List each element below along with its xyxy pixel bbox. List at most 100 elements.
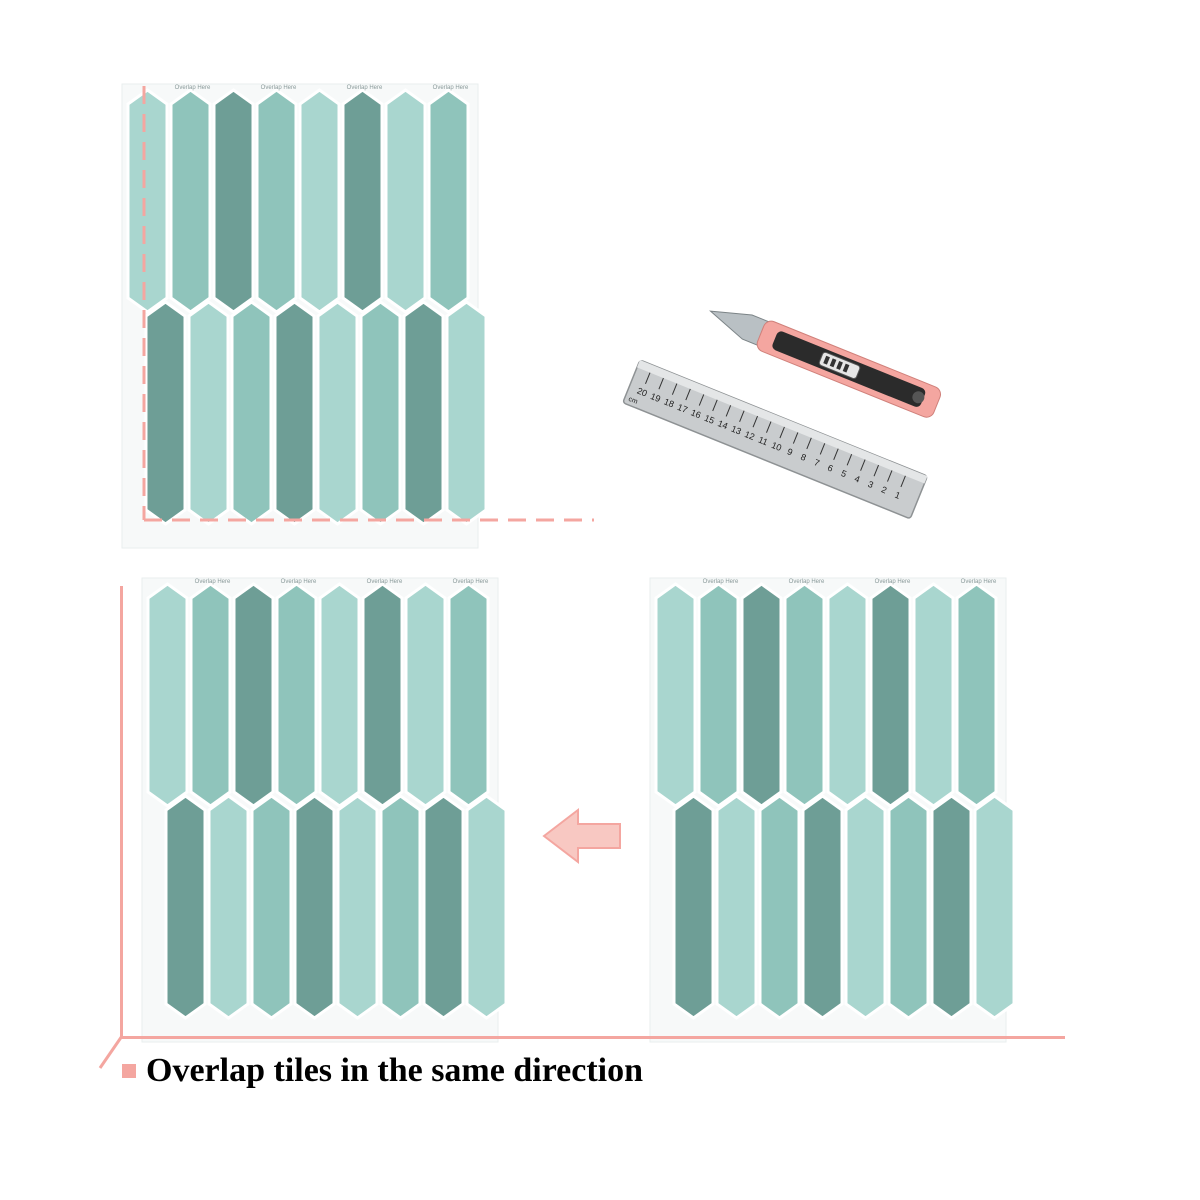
tile-top-1 [126,88,169,314]
ruler-tick [698,394,705,406]
tile-bottom-6 [359,300,402,526]
tile-top-3 [212,88,255,314]
tile-top-5 [298,88,341,314]
overlap-label: Overlap Here [433,85,469,91]
ruler-tick [792,432,799,444]
ruler-tick [658,377,664,390]
ruler-tick [671,383,678,395]
tile-top-1 [654,582,697,808]
tile-top-3 [740,582,783,808]
tile-top-8 [955,582,998,808]
tile-sheet-cut-example: Overlap Here Overlap Here Overlap Here Over… [118,78,598,549]
tile-top-7 [404,582,447,808]
tile-bottom-5 [316,300,359,526]
tile-top-7 [384,88,427,314]
ruler-tick [766,421,772,433]
tile-bottom-2 [187,300,230,526]
ruler-number: 9 [786,446,794,457]
ruler-tick [712,399,718,412]
utility-knife-icon [709,310,941,418]
ruler-number: 10 [770,440,783,453]
tile-top-5 [318,582,361,808]
tile-sheet-new: Overlap Here Overlap Here Overlap Here Over… [648,572,1028,1043]
ruler-tick [900,475,906,488]
ruler-number: 13 [730,424,743,437]
tile-bottom-2 [715,794,758,1020]
tile-bottom-5 [844,794,887,1020]
ruler-tick [645,372,651,384]
ruler-number: 1 [893,490,901,501]
ruler-tick [819,443,826,455]
overlap-label: Overlap Here [789,579,825,585]
ruler-tick [739,410,745,422]
horizontal-guide-line [120,1036,1065,1039]
overlap-label: Overlap Here [703,579,739,585]
ruler-tick [873,464,879,477]
tile-top-6 [361,582,404,808]
ruler-tick [833,448,839,461]
tile-bottom-3 [250,794,293,1020]
ruler-number: 8 [799,452,807,463]
tile-bottom-4 [293,794,336,1020]
ruler-tick [846,453,853,466]
caption-text: Overlap tiles in the same direction [146,1052,644,1089]
ruler-number: 5 [840,468,848,479]
overlap-label: Overlap Here [195,579,231,585]
tile-top-2 [697,582,740,808]
tile-top-4 [275,582,318,808]
tile-bottom-7 [930,794,973,1020]
vertical-guide-line [120,586,123,1038]
tile-bottom-6 [887,794,930,1020]
tile-bottom-4 [273,300,316,526]
ruler-number: 16 [689,407,702,420]
ruler-tick [685,388,691,401]
overlap-label: Overlap Here [347,85,383,91]
tile-bottom-1 [144,300,187,526]
tile-top-1 [146,582,189,808]
tile-top-6 [341,88,384,314]
overlap-label: Overlap Here [261,85,297,91]
tile-bottom-7 [422,794,465,1020]
tile-sheet-top-left: Overlap Here Overlap Here Overlap Here Over… [121,83,594,549]
tile-top-7 [912,582,955,808]
overlap-label: Overlap Here [961,579,997,585]
ruler-number: 6 [826,463,834,474]
tile-top-4 [783,582,826,808]
tile-bottom-3 [230,300,273,526]
ruler-unit: cm [627,396,638,406]
overlap-label: Overlap Here [367,579,403,585]
tile-bottom-4 [801,794,844,1020]
tile-bottom-7 [402,300,445,526]
ruler-number: 15 [703,413,716,426]
tile-bottom-2 [207,794,250,1020]
corner-diagonal-line [98,1034,128,1070]
tile-bottom-6 [379,794,422,1020]
tile-bottom-1 [672,794,715,1020]
ruler-tick [752,415,759,428]
tile-top-4 [255,88,298,314]
overlap-label: Overlap Here [875,579,911,585]
tile-top-8 [447,582,490,808]
tile-top-2 [169,88,212,314]
ruler-number: 12 [743,429,756,442]
bullet-icon [122,1064,136,1078]
overlap-label: Overlap Here [175,85,211,91]
tile-top-5 [826,582,869,808]
tile-top-2 [189,582,232,808]
tile-bottom-8 [973,794,1016,1020]
ruler-tick [779,426,785,439]
ruler-number: 4 [853,473,861,484]
ruler-tick [887,470,893,482]
overlap-label: Overlap Here [281,579,317,585]
ruler-number: 11 [757,435,769,448]
ruler-tick [860,459,866,471]
ruler-number: 7 [813,457,821,468]
caption: Overlap tiles in the same direction [122,1052,643,1090]
tile-top-6 [869,582,912,808]
ruler-number: 19 [649,391,662,404]
